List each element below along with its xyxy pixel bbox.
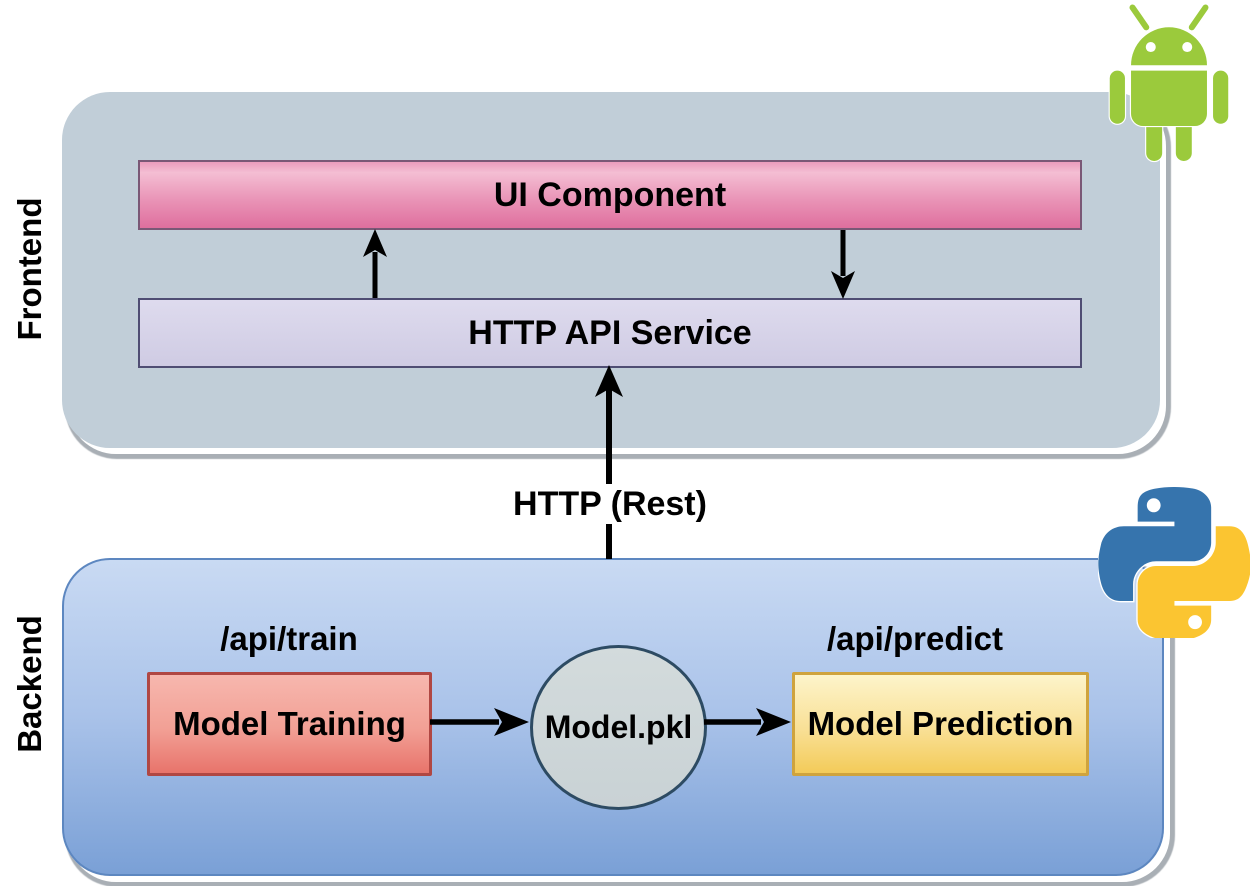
- backend-side-label: Backend: [11, 615, 48, 753]
- http-api-service-label: HTTP API Service: [468, 313, 752, 352]
- http-rest-arrow-icon: [595, 365, 623, 559]
- model-training-label: Model Training: [173, 705, 406, 742]
- model-training-box: Model Training: [147, 672, 432, 776]
- model-pkl-circle: Model.pkl: [530, 645, 707, 810]
- python-icon: [1098, 487, 1250, 638]
- ui-component-label: UI Component: [493, 175, 727, 214]
- frontend-side-label: Frontend: [11, 197, 48, 341]
- http-api-service-box: HTTP API Service: [138, 298, 1082, 368]
- model-pkl-label: Model.pkl: [544, 709, 693, 745]
- arrow-training-to-pkl-icon: [430, 708, 529, 736]
- model-prediction-label: Model Prediction: [807, 705, 1074, 742]
- api-train-label: /api/train: [220, 620, 358, 657]
- http-rest-label: HTTP (Rest): [503, 484, 717, 524]
- api-predict-label: /api/predict: [826, 620, 1004, 657]
- arrow-down-icon: [831, 230, 855, 299]
- arrow-pkl-to-prediction-icon: [704, 708, 791, 736]
- android-icon: [1108, 4, 1230, 163]
- arrow-up-icon: [363, 229, 387, 298]
- ui-component-box: UI Component: [138, 160, 1082, 230]
- model-prediction-box: Model Prediction: [792, 672, 1089, 776]
